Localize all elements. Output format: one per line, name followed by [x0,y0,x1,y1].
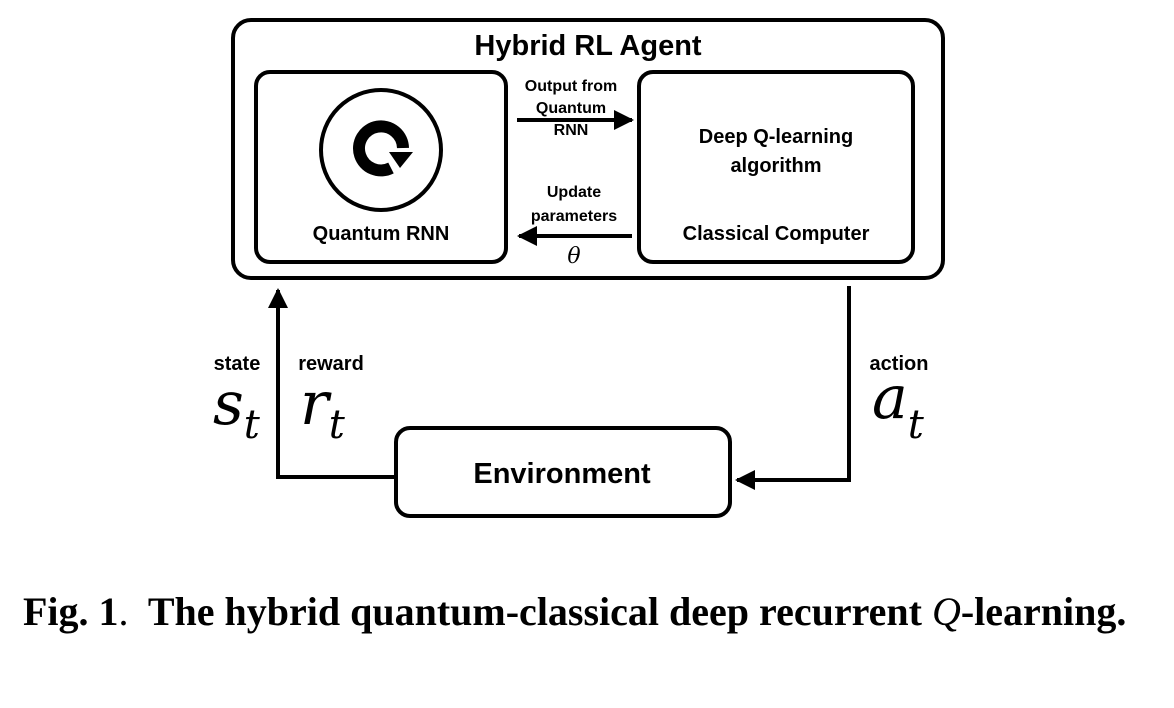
quantum-rnn-box [254,70,508,264]
reward-label: reward [298,353,364,375]
algorithm-line-2: algorithm [730,155,821,177]
caption-q-symbol: Q [931,589,961,634]
state-symbol-sub: t [244,402,261,448]
diagram: Hybrid RL Agent Quantum RNN Deep Q-learn… [213,18,945,518]
output-label-line-3: RNN [554,122,589,139]
action-symbol: at [872,363,925,448]
reward-symbol: rt [300,369,346,448]
output-label-line-2: Quantum [536,100,606,117]
state-symbol: st [213,369,261,448]
refresh-circle-icon [319,88,443,212]
action-symbol-main: a [872,363,908,433]
reward-symbol-main: r [300,369,332,439]
state-symbol-main: s [213,369,244,439]
state-reward-path [268,288,396,479]
agent-title: Hybrid RL Agent [474,30,702,62]
caption-text-after: -learning. [960,589,1127,634]
action-path [735,286,851,490]
agent-box [231,18,945,280]
caption-fig-dot: . [118,589,129,634]
action-symbol-sub: t [908,402,925,448]
state-label: state [214,353,261,375]
environment-box [394,426,732,518]
environment-label: Environment [473,458,651,490]
reward-symbol-sub: t [329,402,346,448]
algorithm-line-1: Deep Q-learning [699,126,853,148]
theta-symbol: θ [567,244,580,269]
classical-box [637,70,915,264]
quantum-rnn-label: Quantum RNN [313,223,450,245]
caption-text-before: The hybrid quantum-classical deep recurr… [147,589,922,634]
classical-computer-label: Classical Computer [683,223,870,245]
action-label: action [870,353,929,375]
caption-fig-number: Fig. 1 [23,589,119,634]
update-label-line-2: parameters [531,208,617,225]
figure-caption: Fig. 1. The hybrid quantum-classical dee… [23,585,1148,638]
output-label-line-1: Output from [525,78,617,95]
update-label-line-1: Update [547,184,601,201]
